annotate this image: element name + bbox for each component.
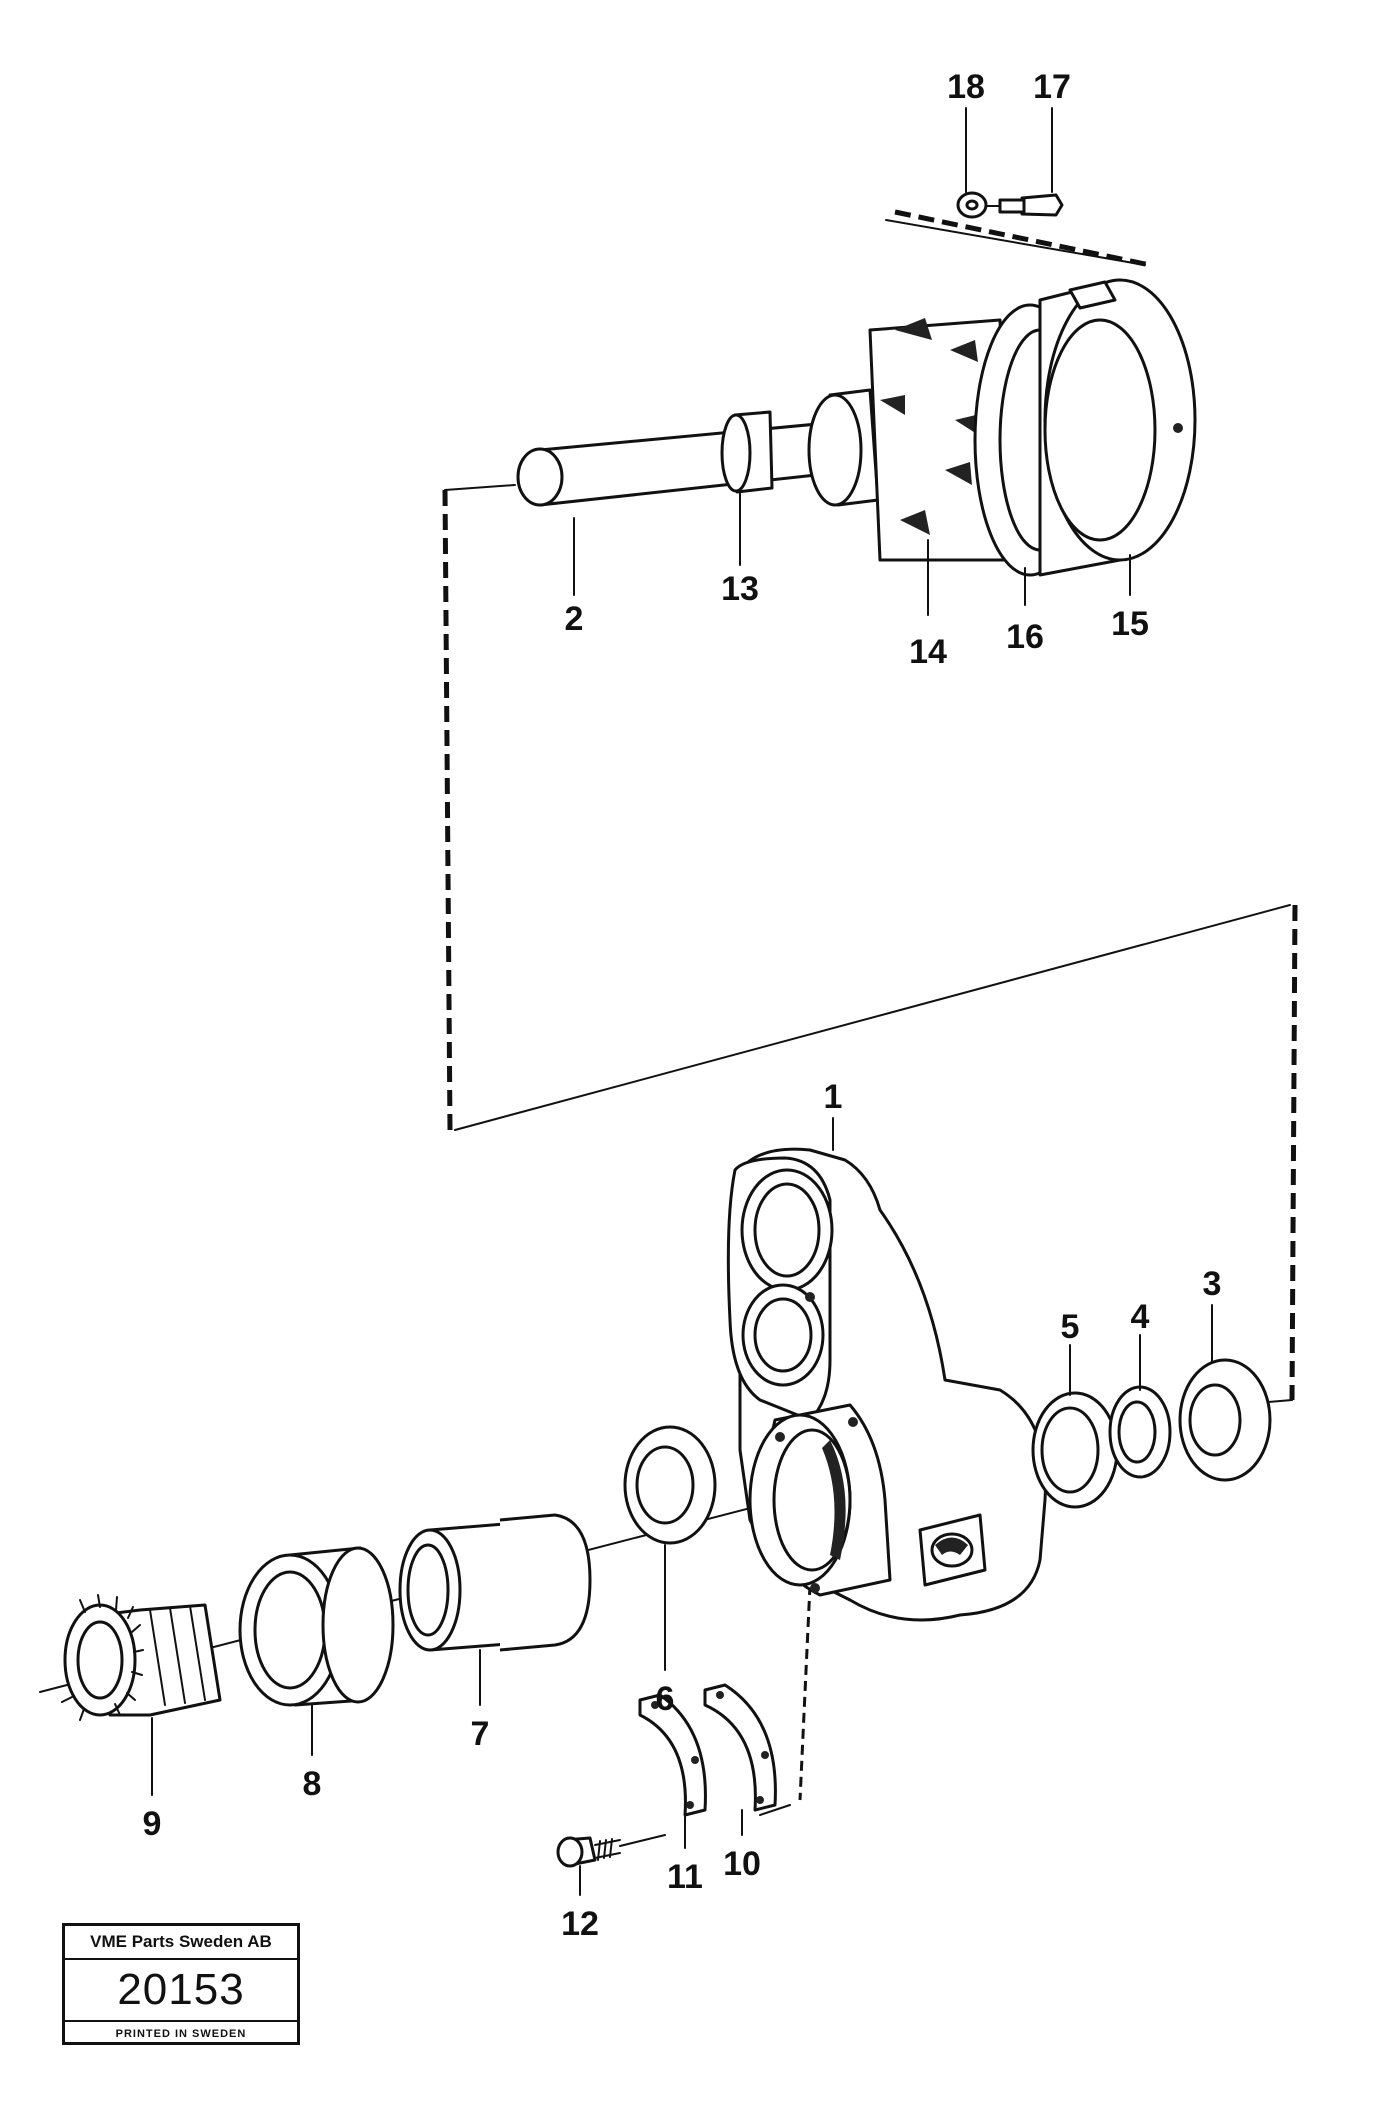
label-15: 15 xyxy=(1111,605,1149,643)
gear-9 xyxy=(61,1594,222,1721)
label-9: 9 xyxy=(143,1805,162,1843)
roller-bearing-8 xyxy=(238,1546,395,1707)
label-13: 13 xyxy=(721,570,759,608)
label-12: 12 xyxy=(561,1905,599,1943)
part-number-labels: 18 17 2 13 14 16 15 1 3 4 5 6 7 8 9 11 1… xyxy=(143,68,1222,1943)
sleeve-13 xyxy=(720,410,774,494)
label-6: 6 xyxy=(656,1680,675,1718)
label-16: 16 xyxy=(1006,618,1044,656)
seal-4 xyxy=(1108,1385,1172,1479)
clamp-11 xyxy=(638,1693,707,1817)
label-11: 11 xyxy=(667,1858,703,1896)
label-8: 8 xyxy=(303,1765,322,1803)
label-17: 17 xyxy=(1033,68,1071,106)
ring-3 xyxy=(1178,1358,1272,1482)
stamp-printed-note: PRINTED IN SWEDEN xyxy=(115,2028,247,2040)
label-4: 4 xyxy=(1131,1298,1150,1336)
leader-lines-top xyxy=(573,107,1131,616)
title-block-stamp: VME Parts Sweden AB 20153 PRINTED IN SWE… xyxy=(62,1923,300,2045)
bearing-6 xyxy=(623,1425,717,1545)
sleeve-7 xyxy=(398,1513,592,1652)
bearing-5 xyxy=(1031,1391,1119,1509)
pump-housing-1 xyxy=(726,1147,1047,1622)
label-3: 3 xyxy=(1203,1265,1222,1303)
label-7: 7 xyxy=(471,1715,490,1753)
label-2: 2 xyxy=(565,600,584,638)
pump-cover-15 xyxy=(1038,278,1197,577)
washer-18 xyxy=(956,191,988,219)
stamp-drawing-number: 20153 xyxy=(65,1960,297,2022)
clamp-10 xyxy=(703,1683,777,1812)
bolt-17 xyxy=(985,193,1064,217)
label-10: 10 xyxy=(723,1845,761,1883)
label-5: 5 xyxy=(1061,1308,1080,1346)
label-14: 14 xyxy=(909,633,947,671)
stamp-company: VME Parts Sweden AB xyxy=(65,1926,297,1960)
label-18: 18 xyxy=(947,68,985,106)
leader-lines-bottom xyxy=(151,1117,1213,1896)
label-1: 1 xyxy=(824,1078,843,1116)
bolt-12 xyxy=(556,1834,666,1868)
